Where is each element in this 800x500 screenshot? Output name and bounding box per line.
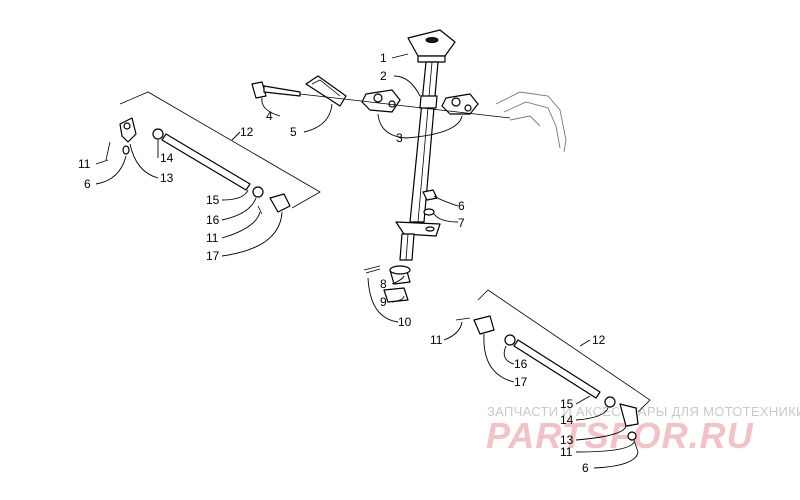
callout-6-center: 6: [458, 199, 465, 213]
callout-2: 2: [380, 69, 387, 83]
steering-column: [395, 29, 456, 261]
callout-5: 5: [290, 125, 297, 139]
nut-center: [422, 189, 438, 216]
watermark: ЗАПЧАСТИ И АКСЕССУАРЫ ДЛЯ МОТОТЕХНИКИ PA…: [486, 404, 800, 456]
watermark-caption: ЗАПЧАСТИ И АКСЕССУАРЫ ДЛЯ МОТОТЕХНИКИ: [487, 404, 800, 419]
callout-10: 10: [398, 315, 412, 329]
callout-8: 8: [380, 277, 387, 291]
clip-washer: [305, 75, 347, 107]
callout-14-right: 14: [560, 413, 574, 427]
callout-11-left-top: 11: [78, 157, 91, 171]
leader-lines: [95, 53, 639, 469]
callout-6-left: 6: [84, 177, 91, 191]
tie-rod-right: [455, 289, 651, 453]
callout-7: 7: [458, 216, 465, 230]
bolt: [251, 81, 301, 99]
callout-11-right-bot: 11: [560, 445, 573, 459]
callout-1: 1: [380, 51, 387, 65]
callout-6-right: 6: [582, 461, 589, 475]
callout-13-right: 13: [560, 433, 574, 447]
callout-12-right: 12: [592, 333, 606, 347]
lower-hardware: [363, 265, 411, 303]
callout-13-left: 13: [160, 171, 174, 185]
callout-11-left-bot: 11: [206, 231, 219, 245]
pillow-block-right: [441, 93, 479, 115]
callout-17-right: 17: [514, 375, 528, 389]
callout-16-right: 16: [514, 357, 528, 371]
callout-9: 9: [380, 295, 387, 309]
callout-15-right: 15: [560, 397, 574, 411]
pillow-block-left: [361, 89, 401, 113]
callout-15-left: 15: [206, 193, 220, 207]
callout-14-left: 14: [160, 151, 174, 165]
callout-16-left: 16: [206, 213, 220, 227]
callout-4: 4: [266, 109, 273, 123]
callout-labels: 1 2 3 4 5 6 7 8 9 10 11 6 13 14 12 15 16…: [78, 51, 606, 475]
frame-bracket: [495, 91, 567, 153]
callout-3: 3: [396, 131, 403, 145]
watermark-brand: PARTSFOR.RU: [486, 415, 754, 456]
callout-12-left: 12: [240, 125, 254, 139]
tie-rod-left: [105, 91, 321, 215]
callout-11-right-top: 11: [430, 333, 443, 347]
callout-17-left: 17: [206, 249, 220, 263]
